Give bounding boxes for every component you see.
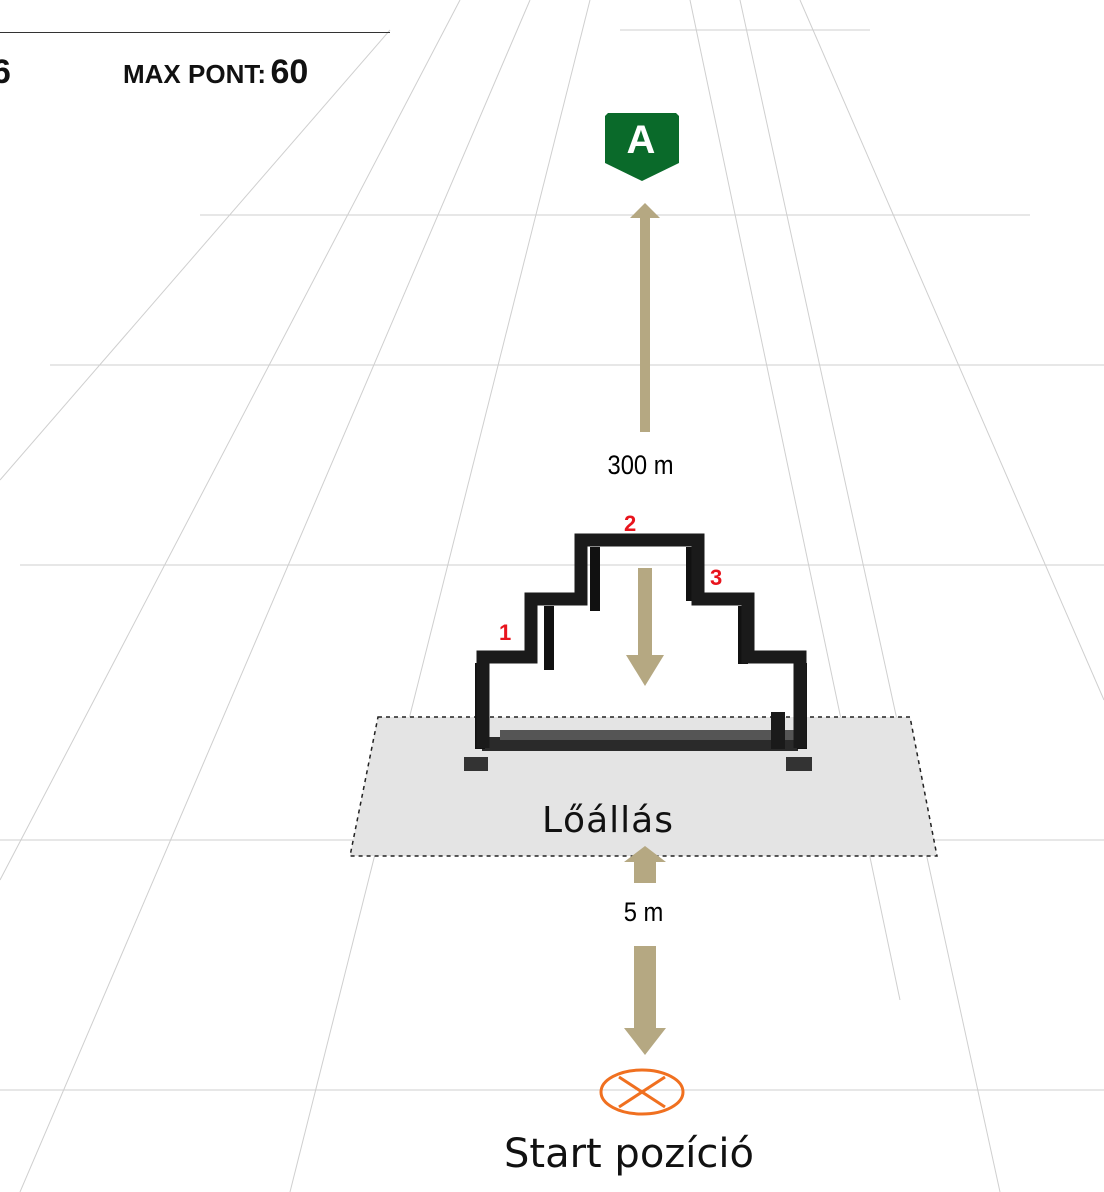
shooting-zone-label: Lőállás <box>542 800 674 841</box>
distance-5m-label: 5 m <box>623 897 664 927</box>
target-letter: A <box>626 118 656 162</box>
arrow-start-to-zone <box>624 846 666 883</box>
distance-arrow-300m <box>630 203 660 432</box>
header-left-value-block: 6 <box>0 48 11 96</box>
position-number-1: 1 <box>499 620 512 645</box>
position-number-3: 3 <box>710 565 723 590</box>
shooting-zone <box>349 716 938 857</box>
max-points-value: 60 <box>270 53 309 91</box>
arrow-into-zone <box>626 568 664 686</box>
target-marker <box>605 113 679 181</box>
max-points-label: MAX PONT: <box>123 59 266 89</box>
position-number-2: 2 <box>624 511 637 536</box>
distance-300m-label: 300 m <box>607 450 674 480</box>
start-position-label: Start pozíció <box>504 1131 754 1177</box>
header-max-points: MAX PONT: 60 <box>123 48 308 96</box>
start-marker <box>599 1068 685 1116</box>
shooting-frame <box>464 533 812 771</box>
header-left-value: 6 <box>0 53 11 91</box>
header-rule <box>0 32 390 33</box>
arrow-to-start <box>624 946 666 1055</box>
